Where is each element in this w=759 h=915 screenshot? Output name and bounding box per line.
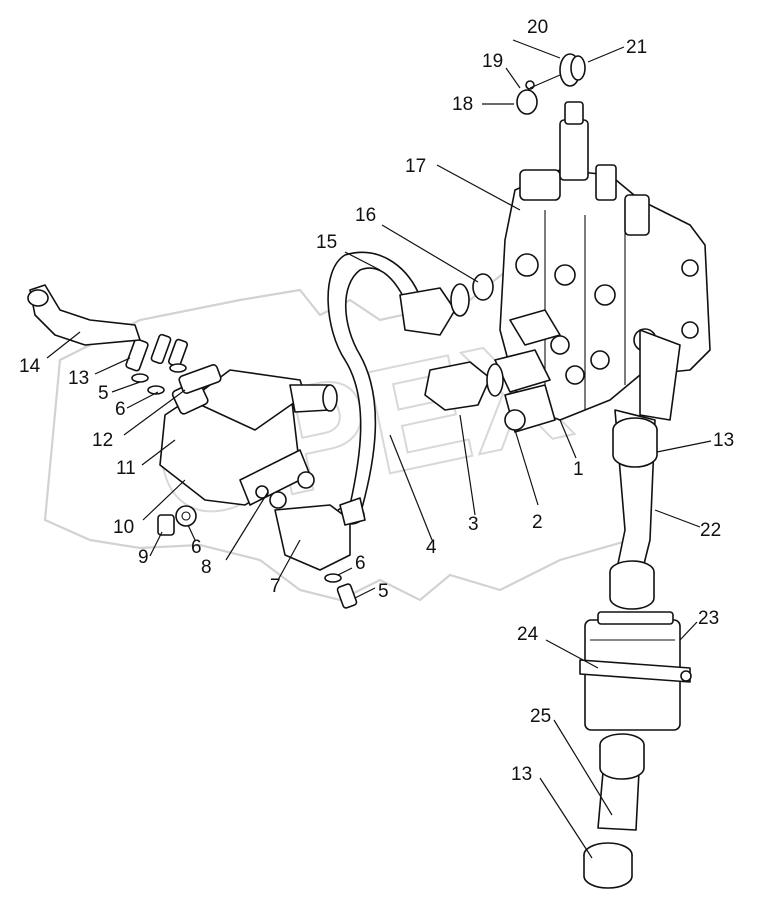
callout-21: 21 bbox=[626, 37, 647, 58]
bolt-9-washer-6 bbox=[157, 505, 197, 536]
callout-3: 3 bbox=[468, 514, 479, 535]
callout-9: 9 bbox=[138, 547, 149, 568]
callout-24: 24 bbox=[517, 624, 539, 645]
callout-19: 19 bbox=[482, 51, 503, 72]
flange-bolts bbox=[125, 333, 222, 395]
valve-fittings bbox=[424, 309, 561, 433]
callout-13-bottom: 13 bbox=[511, 764, 532, 785]
callout-18: 18 bbox=[452, 94, 473, 115]
callout-7: 7 bbox=[270, 576, 281, 597]
filter-23 bbox=[579, 611, 692, 731]
callout-6-upper: 6 bbox=[115, 399, 126, 420]
callout-10: 10 bbox=[113, 517, 134, 538]
callout-8: 8 bbox=[201, 557, 212, 578]
callout-2: 2 bbox=[532, 512, 543, 533]
callout-labels: 1 2 3 4 5 5 6 6 6 7 8 9 10 11 12 13 13 1… bbox=[19, 17, 734, 785]
callout-11: 11 bbox=[116, 458, 136, 479]
hose-14 bbox=[27, 284, 141, 346]
callout-1: 1 bbox=[573, 459, 584, 480]
hose-clamp-upper bbox=[612, 417, 658, 468]
callout-5-lower: 5 bbox=[378, 581, 389, 602]
callout-12: 12 bbox=[92, 430, 113, 451]
pump-outlet-fitting bbox=[255, 471, 366, 571]
bolt-5-washer-6-lower bbox=[324, 573, 358, 609]
hose-clamp-lower bbox=[583, 842, 633, 889]
callout-4: 4 bbox=[426, 537, 437, 558]
callout-23: 23 bbox=[698, 608, 719, 629]
leader-lines bbox=[46, 39, 712, 859]
callout-6-lower: 6 bbox=[355, 553, 366, 574]
callout-15: 15 bbox=[316, 232, 337, 253]
callout-17: 17 bbox=[405, 156, 426, 177]
callout-22: 22 bbox=[700, 520, 721, 541]
callout-6-middle: 6 bbox=[191, 537, 202, 558]
valve-plug-parts bbox=[516, 53, 586, 115]
callout-20: 20 bbox=[527, 17, 548, 38]
callout-25: 25 bbox=[530, 706, 551, 727]
hose-25 bbox=[597, 733, 645, 831]
callout-13-left: 13 bbox=[68, 368, 89, 389]
hose-clamp-middle bbox=[609, 560, 655, 610]
callout-13-right: 13 bbox=[713, 430, 734, 451]
callout-14: 14 bbox=[19, 356, 41, 377]
callout-16: 16 bbox=[355, 205, 376, 226]
callout-5-upper: 5 bbox=[98, 383, 109, 404]
